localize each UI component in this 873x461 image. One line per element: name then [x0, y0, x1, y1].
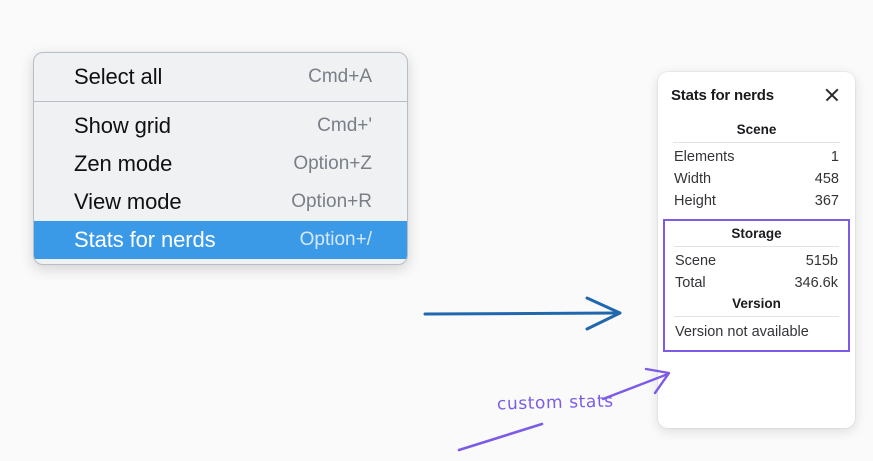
stats-row-value: 1	[830, 149, 839, 165]
menu-item-label: View mode	[74, 189, 182, 214]
scene-section: Scene Elements 1 Width 458 Height 367	[671, 120, 842, 212]
menu-item-select-all[interactable]: Select all Cmd+A	[34, 58, 407, 96]
stats-row-value: 367	[814, 193, 839, 209]
annotation-label: custom stats	[496, 391, 614, 415]
menu-separator	[34, 101, 407, 102]
stats-panel-title: Stats for nerds	[671, 86, 774, 104]
stats-row-key: Width	[674, 171, 712, 187]
menu-item-shortcut: Option+R	[291, 191, 372, 212]
menu-item-shortcut: Option+Z	[293, 153, 372, 174]
scene-section-heading: Scene	[736, 122, 777, 137]
stats-row-key: Total	[675, 275, 706, 291]
stats-row-key: Scene	[675, 253, 717, 269]
context-menu[interactable]: Select all Cmd+A Show grid Cmd+' Zen mod…	[33, 52, 408, 265]
stats-row-elements: Elements 1	[671, 146, 842, 168]
stats-row-height: Height 367	[671, 190, 842, 212]
stats-row-width: Width 458	[671, 168, 842, 190]
storage-section: Storage Scene 515b Total 346.6k	[672, 224, 841, 294]
version-text: Version not available	[675, 324, 809, 340]
divider	[673, 142, 840, 143]
menu-item-view-mode[interactable]: View mode Option+R	[34, 183, 407, 221]
stats-row-value: 346.6k	[794, 275, 838, 291]
stats-row-storage-scene: Scene 515b	[672, 250, 841, 272]
version-section-heading: Version	[732, 296, 781, 311]
custom-stats-highlight-box: Storage Scene 515b Total 346.6k Version …	[663, 219, 850, 352]
purple-underline-stroke	[457, 422, 544, 452]
stats-row-storage-total: Total 346.6k	[672, 272, 841, 294]
menu-item-label: Stats for nerds	[74, 227, 216, 252]
menu-group-1: Select all Cmd+A	[34, 53, 407, 101]
menu-item-shortcut: Cmd+A	[308, 66, 372, 87]
stats-row-value: 515b	[805, 253, 838, 269]
menu-item-stats-for-nerds[interactable]: Stats for nerds Option+/	[34, 221, 407, 259]
divider	[674, 316, 839, 317]
menu-item-shortcut: Option+/	[299, 229, 372, 250]
menu-item-zen-mode[interactable]: Zen mode Option+Z	[34, 145, 407, 183]
blue-arrow	[423, 296, 622, 331]
storage-section-heading: Storage	[731, 226, 782, 241]
stats-panel-header: Stats for nerds	[671, 86, 842, 104]
menu-item-shortcut: Cmd+'	[317, 115, 372, 136]
menu-item-label: Zen mode	[74, 151, 173, 176]
menu-item-show-grid[interactable]: Show grid Cmd+'	[34, 107, 407, 145]
stats-row-key: Height	[674, 193, 716, 209]
divider	[674, 246, 839, 247]
menu-group-2: Show grid Cmd+' Zen mode Option+Z View m…	[34, 102, 407, 264]
stats-for-nerds-panel: Stats for nerds Scene Elements 1 Width 4…	[658, 72, 855, 428]
stats-row-value: 458	[814, 171, 839, 187]
close-icon[interactable]	[823, 86, 841, 104]
version-section: Version Version not available	[672, 294, 841, 344]
menu-item-label: Select all	[74, 64, 163, 89]
menu-item-label: Show grid	[74, 113, 171, 138]
stats-row-key: Elements	[674, 149, 735, 165]
